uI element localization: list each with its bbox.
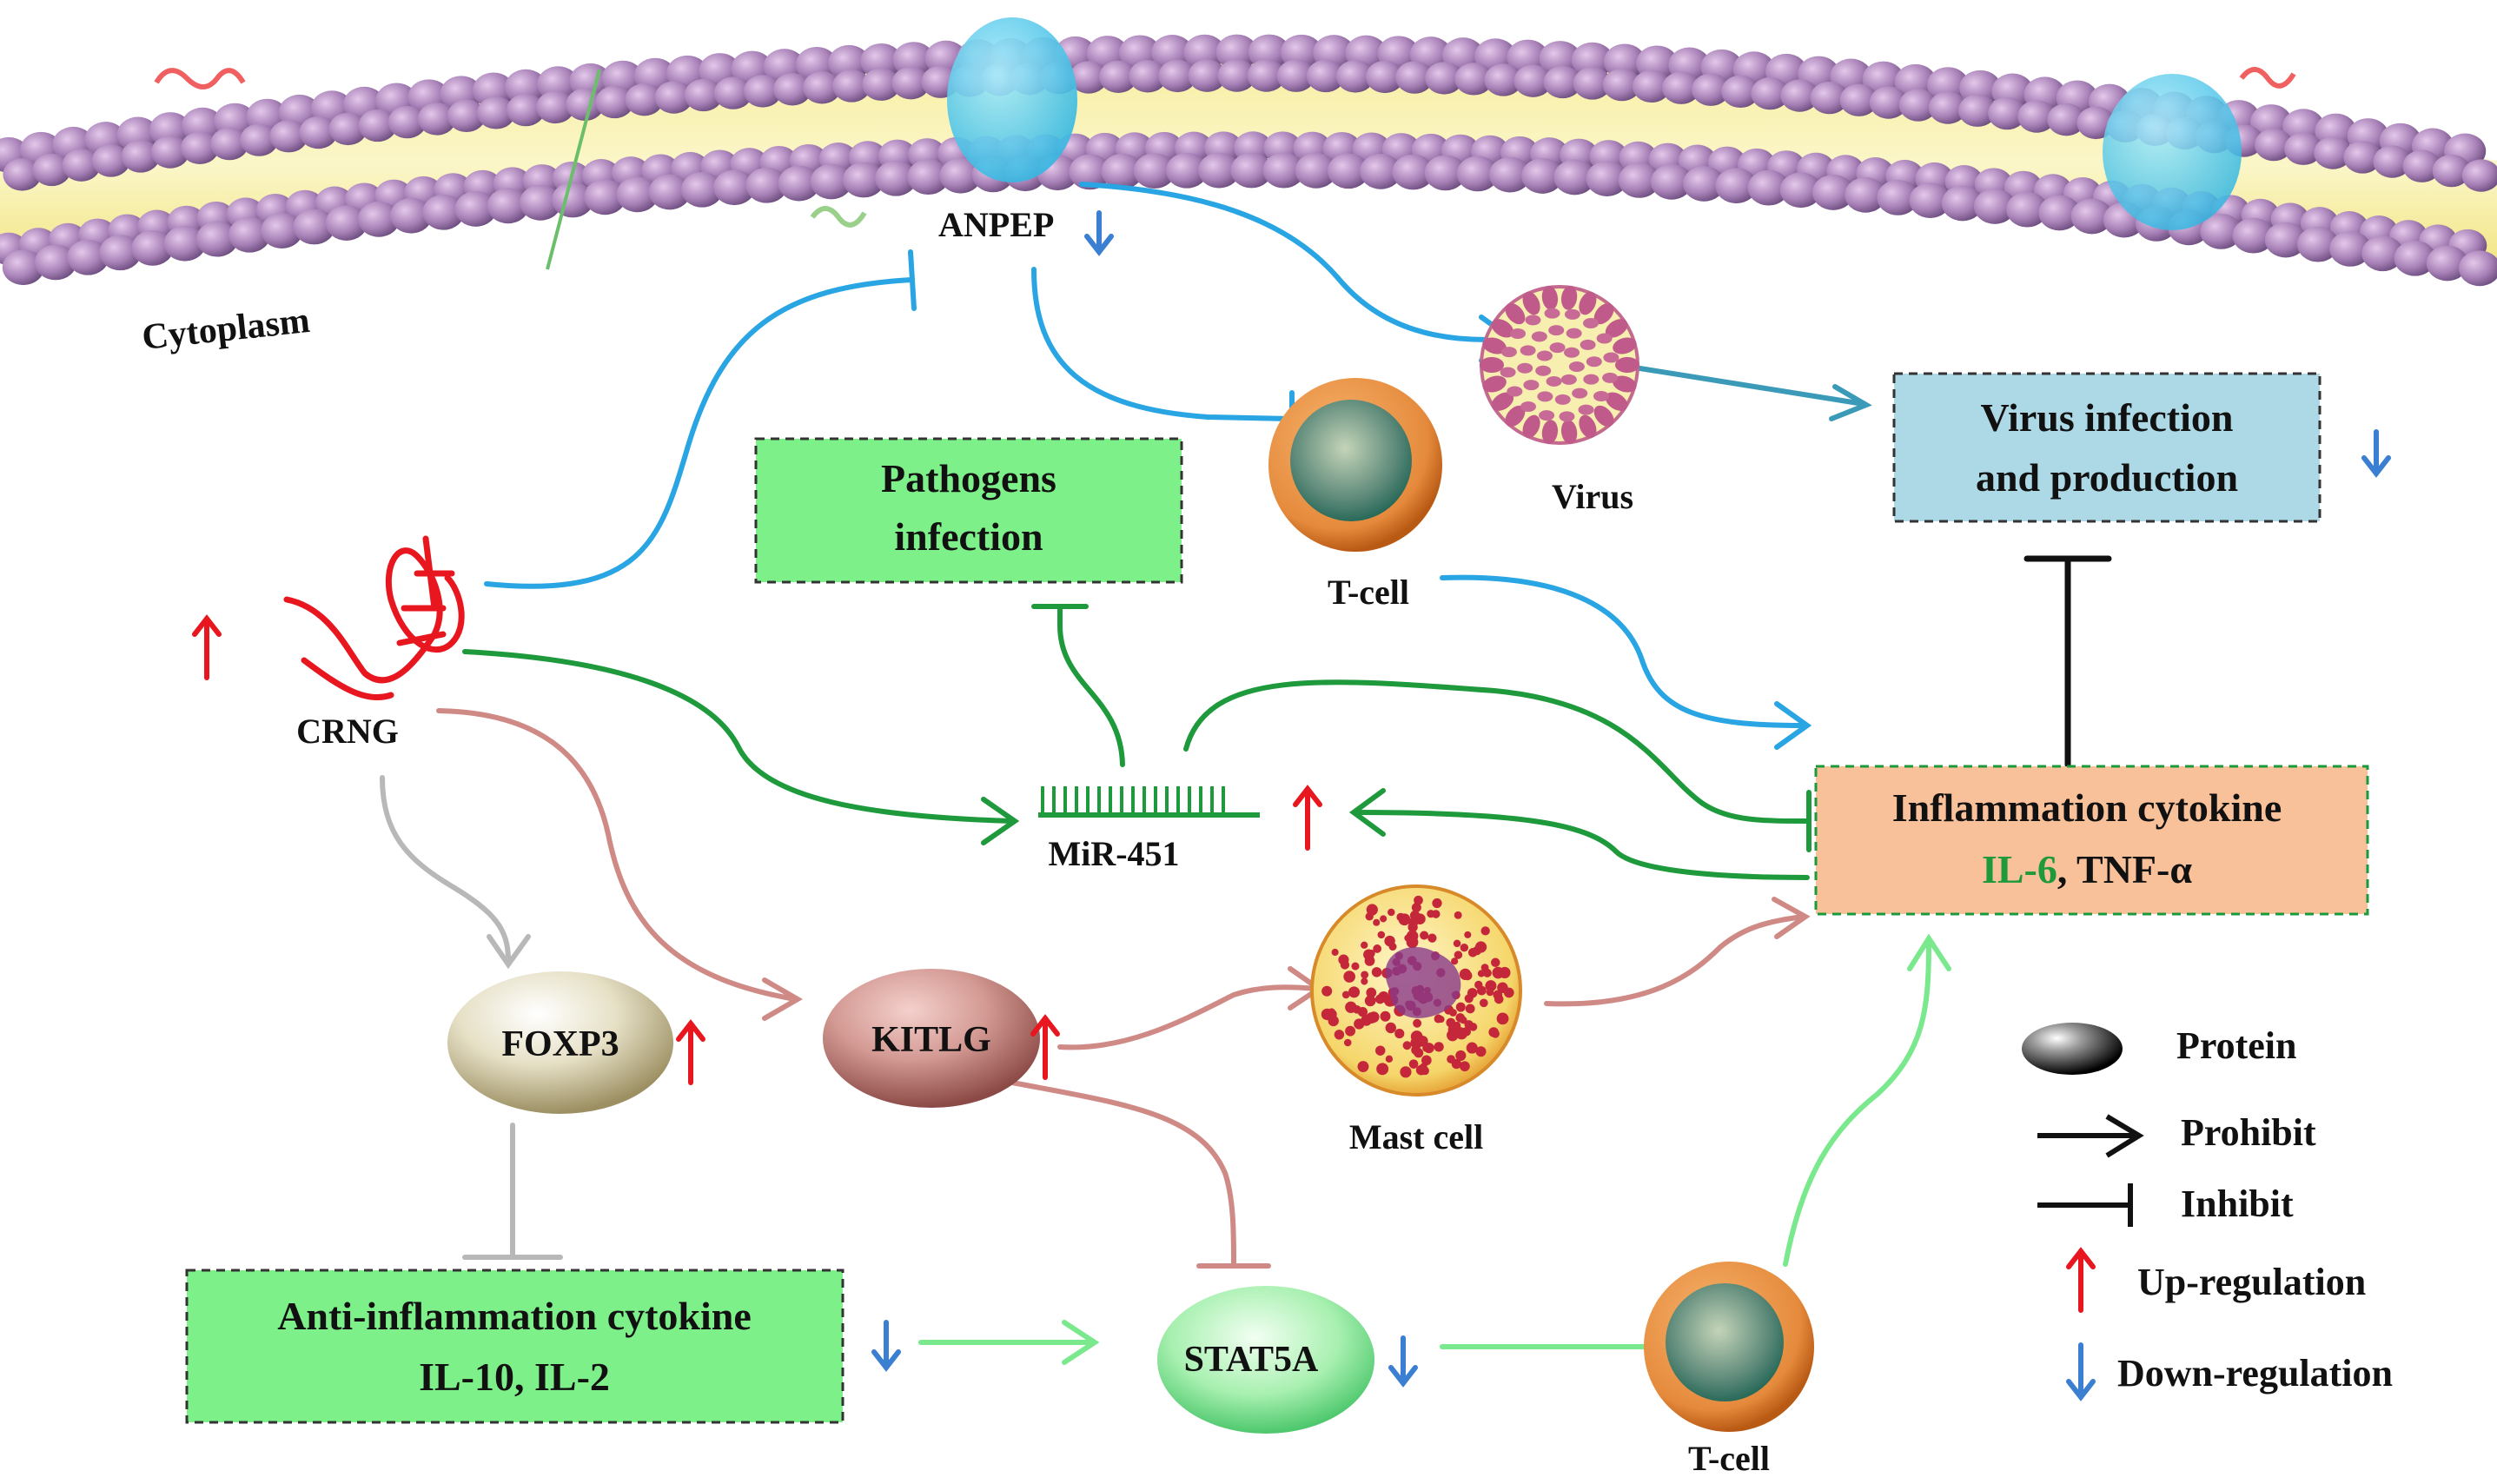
edge-tcell-to-inflammation-bottom: [1783, 940, 1931, 1267]
legend: Protein Prohibit Inhibit Up-regulation D…: [2022, 1023, 2393, 1401]
membrane-channel-left: [947, 17, 1077, 182]
membrane-channel-right: [2103, 74, 2242, 230]
glycan-left-icon: [154, 68, 246, 89]
kitlg-up-arrow-icon: [1030, 1014, 1060, 1080]
t-cell-top-label: T-cell: [1328, 573, 1409, 612]
mir451-up-arrow-icon: [1293, 785, 1322, 851]
legend-up-label: Up-regulation: [2137, 1261, 2366, 1303]
edge-anpep-to-virus: [1079, 182, 1510, 342]
edge-crng-to-foxp3: [380, 775, 511, 963]
mast-cell-icon: [1310, 884, 1522, 1096]
virus-label: Virus: [1552, 477, 1633, 516]
anpep-down-arrow-icon: [1084, 210, 1114, 256]
legend-prohibit-label: Prohibit: [2181, 1111, 2316, 1154]
svg-text:Inflammation cytokine: Inflammation cytokine: [1892, 785, 2282, 830]
il6-label: IL-6: [1982, 847, 2057, 891]
mir451-icon: [1038, 786, 1260, 818]
edge-tcell-to-inflammation: [1440, 574, 1805, 728]
legend-protein-label: Protein: [2176, 1024, 2297, 1067]
virus-infection-box: Virus infection and production: [1892, 372, 2321, 523]
glycan-right-icon: [2239, 67, 2296, 89]
crng-up-arrow-icon: [192, 614, 222, 680]
edge-crng-to-kitlg: [436, 708, 798, 1002]
svg-text:FOXP3: FOXP3: [501, 1024, 619, 1064]
virus-infection-down-arrow-icon: [2361, 429, 2391, 478]
kitlg-node: KITLG: [823, 969, 1040, 1108]
t-cell-top-icon: [1268, 378, 1442, 552]
svg-text:Virus infection: Virus infection: [1981, 395, 2234, 440]
anti-inflammation-box: Anti-inflammation cytokine IL-10, IL-2: [185, 1269, 844, 1424]
crng-label: CRNG: [296, 712, 399, 751]
svg-text:IL-10, IL-2: IL-10, IL-2: [419, 1355, 610, 1399]
legend-down-label: Down-regulation: [2117, 1352, 2393, 1395]
legend-down-glyph: [2066, 1342, 2096, 1401]
legend-up-arrow-icon: [2066, 1247, 2096, 1313]
svg-text:KITLG: KITLG: [871, 1020, 991, 1060]
stat5a-node: STAT5A: [1157, 1286, 1374, 1434]
edge-mast-to-inflammation: [1544, 914, 1805, 1007]
edge-crng-to-mir451: [462, 649, 1015, 824]
legend-inhibit-label: Inhibit: [2181, 1183, 2294, 1225]
edge-inflammation-to-mir451: [1353, 810, 1810, 880]
inflammation-cytokine-box: Inflammation cytokine IL-6, TNF-α: [1814, 765, 2369, 916]
svg-text:Anti-inflammation cytokine: Anti-inflammation cytokine: [277, 1294, 752, 1338]
edge-mir451-inhibits-inflammation: [1183, 679, 1810, 824]
mir451-label: MiR-451: [1048, 834, 1179, 873]
anpep-label: ANPEP: [938, 205, 1054, 244]
edge-kitlg-inhibits-stat5a: [1005, 1079, 1236, 1267]
edge-kitlg-to-mast: [1057, 984, 1319, 1050]
legend-down-arrow-icon: [2066, 1342, 2096, 1401]
edge-virus-to-virus-infection: [1605, 361, 1866, 407]
cytoplasm-label: Cytoplasm: [140, 301, 311, 358]
legend-protein-icon: [2022, 1023, 2123, 1075]
svg-text:Pathogens: Pathogens: [881, 456, 1056, 500]
legend-up-glyph: [2066, 1247, 2096, 1313]
stat5a-down-arrow-icon: [1388, 1335, 1418, 1388]
svg-text:infection: infection: [894, 514, 1043, 559]
virus-icon: [1480, 285, 1639, 445]
pathogens-infection-box: Pathogens infection: [754, 437, 1183, 584]
svg-text:and production: and production: [1976, 455, 2238, 500]
crng-rna-icon: [283, 535, 465, 701]
svg-text:STAT5A: STAT5A: [1184, 1340, 1319, 1380]
edge-anpep-inhibits-tcell: [1031, 267, 1293, 421]
t-cell-bottom-icon: [1644, 1262, 1814, 1432]
svg-text:IL-6, TNF-α: IL-6, TNF-α: [1982, 847, 2192, 891]
legend-inhibit-icon: [2037, 1183, 2133, 1227]
foxp3-up-arrow-icon: [676, 1019, 705, 1085]
anti-inflammation-down-arrow-icon: [871, 1320, 901, 1372]
mast-cell-label: Mast cell: [1349, 1117, 1483, 1156]
edge-mir451-inhibits-pathogens: [1057, 606, 1125, 767]
foxp3-node: FOXP3: [447, 971, 673, 1114]
glycan-green-icon: [810, 206, 867, 228]
edge-crng-inhibits-anpep: [484, 277, 915, 589]
legend-prohibit-icon: [2037, 1114, 2144, 1158]
cell-membrane: [0, 17, 2497, 287]
pathway-edges: [380, 182, 2112, 1380]
t-cell-bottom-label: T-cell: [1688, 1439, 1770, 1478]
